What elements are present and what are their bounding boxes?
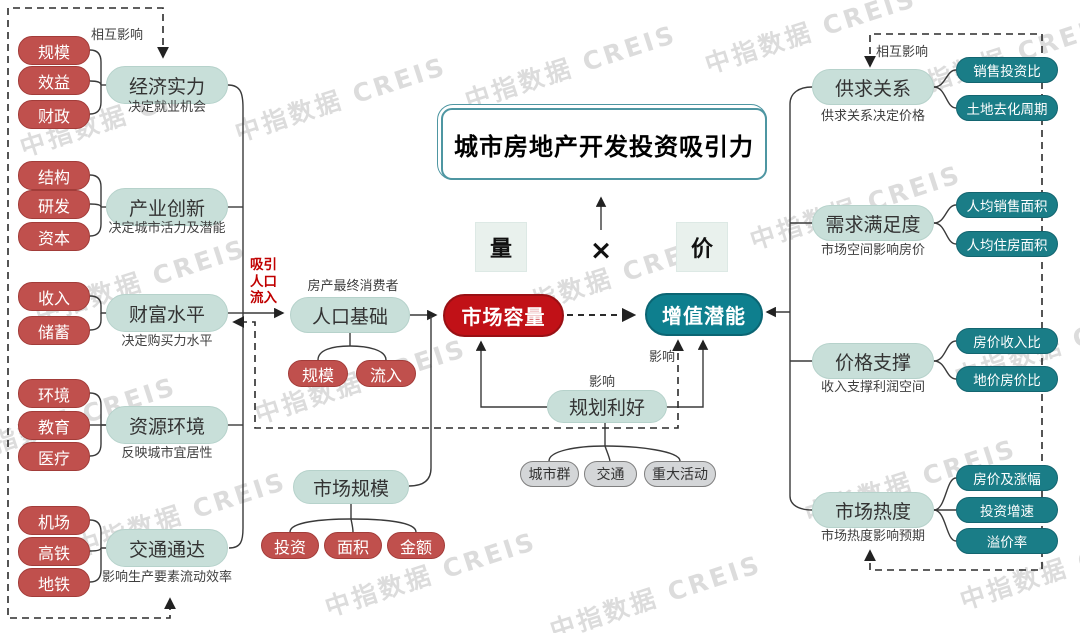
metric-pill: 人均销售面积 [956, 192, 1058, 218]
factor-pill: 高铁 [18, 537, 90, 566]
metric-pill: 溢价率 [956, 528, 1058, 554]
category-note: 影响生产要素流动效率 [101, 570, 232, 585]
factor-pill: 金额 [387, 532, 445, 559]
category-note: 决定购买力水平 [121, 334, 213, 349]
planning-item-pill: 重大活动 [644, 461, 716, 487]
category-note: 供求关系决定价格 [820, 109, 925, 124]
category-pill: 经济实力 [106, 66, 228, 104]
metric-pill: 投资增速 [956, 497, 1058, 523]
multiply-sign: × [589, 234, 613, 266]
population-base-node: 人口基础 [290, 297, 410, 333]
population-note: 房产最终消费者 [307, 279, 399, 294]
factor-pill: 流入 [356, 360, 416, 387]
market-capacity-node: 市场容量 [443, 294, 564, 337]
factor-pill: 结构 [18, 161, 90, 190]
page-title: 城市房地产开发投资吸引力 [441, 108, 767, 180]
factor-pill: 资本 [18, 222, 90, 251]
attract-population-label: 吸引人口流入 [250, 257, 277, 306]
factor-pill: 研发 [18, 190, 90, 219]
appreciation-potential-node: 增值潜能 [645, 293, 763, 336]
planning-item-pill: 城市群 [520, 461, 579, 487]
factor-pill: 环境 [18, 379, 90, 408]
title-box: 城市房地产开发投资吸引力 [437, 104, 767, 180]
influence-label: 影响 [589, 375, 616, 390]
category-note: 市场热度影响预期 [820, 529, 925, 544]
factor-pill: 医疗 [18, 442, 90, 471]
metric-pill: 地价房价比 [956, 366, 1058, 392]
factor-pill: 储蓄 [18, 316, 90, 345]
category-pill: 供求关系 [812, 69, 934, 105]
category-pill: 产业创新 [106, 188, 228, 226]
volume-box: 量 [475, 222, 527, 272]
metric-pill: 人均住房面积 [956, 231, 1058, 257]
factor-pill: 财政 [18, 100, 90, 129]
category-note: 决定就业机会 [127, 100, 206, 115]
mutual-influence-label: 相互影响 [876, 45, 929, 60]
factor-pill: 投资 [261, 532, 319, 559]
category-note: 反映城市宜居性 [121, 446, 213, 461]
factor-pill: 教育 [18, 411, 90, 440]
category-pill: 交通通达 [106, 529, 228, 567]
metric-pill: 房价收入比 [956, 328, 1058, 354]
planning-benefit-node: 规划利好 [547, 390, 667, 423]
factor-pill: 收入 [18, 282, 90, 311]
metric-pill: 土地去化周期 [956, 95, 1058, 121]
influence-label: 影响 [649, 350, 676, 365]
category-note: 收入支撑利润空间 [820, 380, 925, 395]
category-pill: 财富水平 [106, 294, 228, 332]
category-pill: 价格支撑 [812, 343, 934, 379]
factor-pill: 地铁 [18, 568, 90, 597]
factor-pill: 面积 [324, 532, 382, 559]
factor-pill: 规模 [288, 360, 348, 387]
factor-pill: 机场 [18, 506, 90, 535]
factor-pill: 效益 [18, 66, 90, 95]
watermark: 中指数据 CREIS [461, 19, 681, 116]
category-note: 市场空间影响房价 [820, 243, 925, 258]
planning-item-pill: 交通 [584, 461, 637, 487]
price-box: 价 [676, 222, 728, 272]
category-note: 决定城市活力及潜能 [108, 221, 226, 236]
factor-pill: 规模 [18, 36, 90, 65]
watermark: 中指数据 CREIS [546, 549, 766, 633]
market-scale-node: 市场规模 [293, 470, 409, 504]
mutual-influence-label: 相互影响 [91, 28, 144, 43]
metric-pill: 房价及涨幅 [956, 465, 1058, 491]
category-pill: 需求满足度 [812, 205, 934, 241]
category-pill: 资源环境 [106, 406, 228, 444]
category-pill: 市场热度 [812, 492, 934, 528]
watermark: 中指数据 CREIS [231, 51, 451, 148]
metric-pill: 销售投资比 [956, 57, 1058, 83]
